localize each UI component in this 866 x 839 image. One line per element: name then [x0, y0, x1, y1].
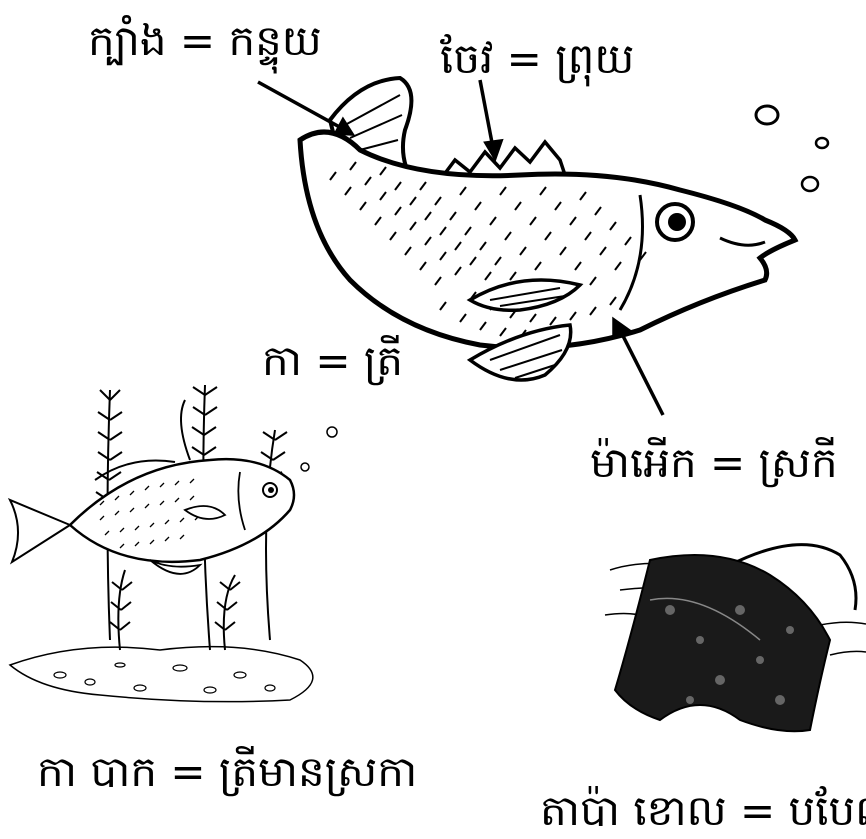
label-belly: ម៉ាអើក = ស្រកី [590, 442, 838, 484]
label-fish: កា = ត្រី [262, 340, 403, 382]
stingray-body [615, 555, 830, 731]
label-fin: ចែវ = ព្រុយ [440, 38, 634, 80]
label-ray: តាប៉ា ខោល = បបែល [540, 790, 866, 832]
label-gill: ក្បាំង = កន្ទុយ [88, 20, 322, 62]
label-bass: កា បាក = ត្រីមានស្រកា [37, 751, 417, 793]
